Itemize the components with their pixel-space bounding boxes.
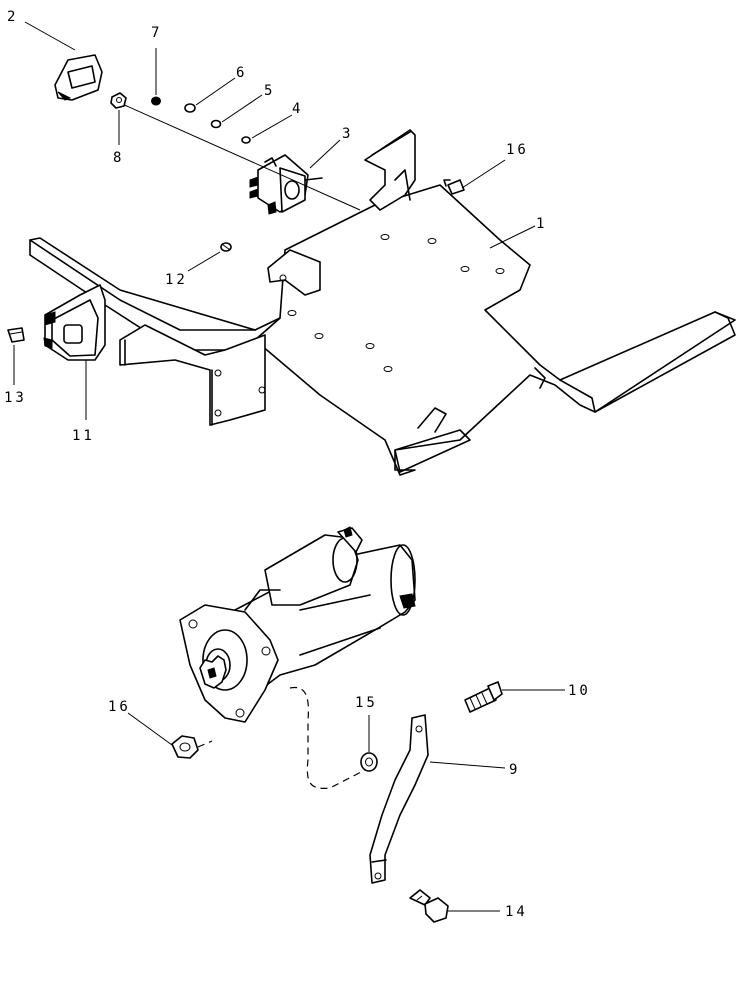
screw-12 [220, 242, 232, 252]
ground-strap [369, 714, 429, 884]
clip-13 [7, 327, 25, 343]
callout-7: 7 [151, 25, 162, 41]
nut-8 [110, 92, 127, 109]
washer-6 [184, 103, 196, 113]
callout-9: 9 [509, 762, 520, 778]
callout-labels: 1 2 3 4 5 6 7 8 9 10 11 12 13 14 15 16 1… [4, 9, 591, 920]
callout-3: 3 [342, 126, 353, 142]
callout-1: 1 [536, 216, 547, 232]
callout-10: 10 [568, 683, 591, 699]
terminal-cover [54, 54, 103, 101]
callout-14: 14 [505, 904, 528, 920]
relay-solenoid [249, 154, 323, 215]
callout-11: 11 [72, 428, 95, 444]
dashed-route-line [289, 686, 366, 789]
bolt-14 [409, 889, 449, 923]
callout-16-upper: 16 [506, 142, 529, 158]
washer-15 [360, 752, 378, 772]
terminal-stud-line [119, 102, 361, 211]
callout-8: 8 [113, 150, 124, 166]
callout-6: 6 [236, 65, 247, 81]
starter-motor [179, 526, 416, 723]
stud-10 [464, 681, 503, 713]
nut-16-lower [171, 735, 213, 759]
bolt-16-upper [443, 179, 465, 195]
callout-12: 12 [165, 272, 188, 288]
callout-16-lower: 16 [108, 699, 131, 715]
nut-7 [151, 96, 161, 106]
mounting-plate [29, 129, 736, 476]
connector-housing [43, 284, 106, 361]
washer-4 [241, 136, 251, 144]
callout-5: 5 [264, 83, 275, 99]
washer-5 [210, 119, 222, 129]
callout-2: 2 [7, 9, 18, 25]
callout-15: 15 [355, 695, 378, 711]
leader-lines [13, 21, 565, 912]
callout-4: 4 [292, 101, 303, 117]
callout-13: 13 [4, 390, 27, 406]
